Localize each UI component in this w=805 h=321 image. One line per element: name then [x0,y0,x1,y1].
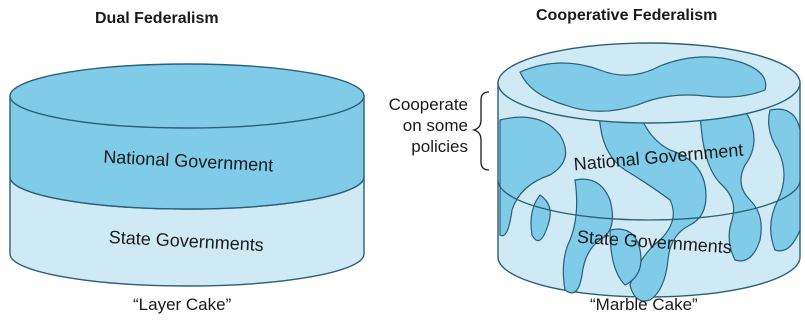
note-line-1: Cooperate [388,95,468,114]
left-caption: “Layer Cake” [133,295,232,314]
brace-icon [471,91,490,171]
right-title: Cooperative Federalism [536,7,718,24]
note-line-3: policies [411,137,468,156]
marble-cake: National Government State Governments [497,42,801,302]
cooperate-note: Cooperate on some policies [366,94,468,157]
left-title: Dual Federalism [95,10,219,27]
marble-swirls [499,93,801,302]
marble-divider [497,179,801,221]
note-line-2: on some [402,116,468,135]
layer-cake: National Government State Governments [9,63,365,287]
right-caption: “Marble Cake” [590,295,698,314]
marble-top-swirls [519,56,767,112]
cake-top [9,63,365,129]
